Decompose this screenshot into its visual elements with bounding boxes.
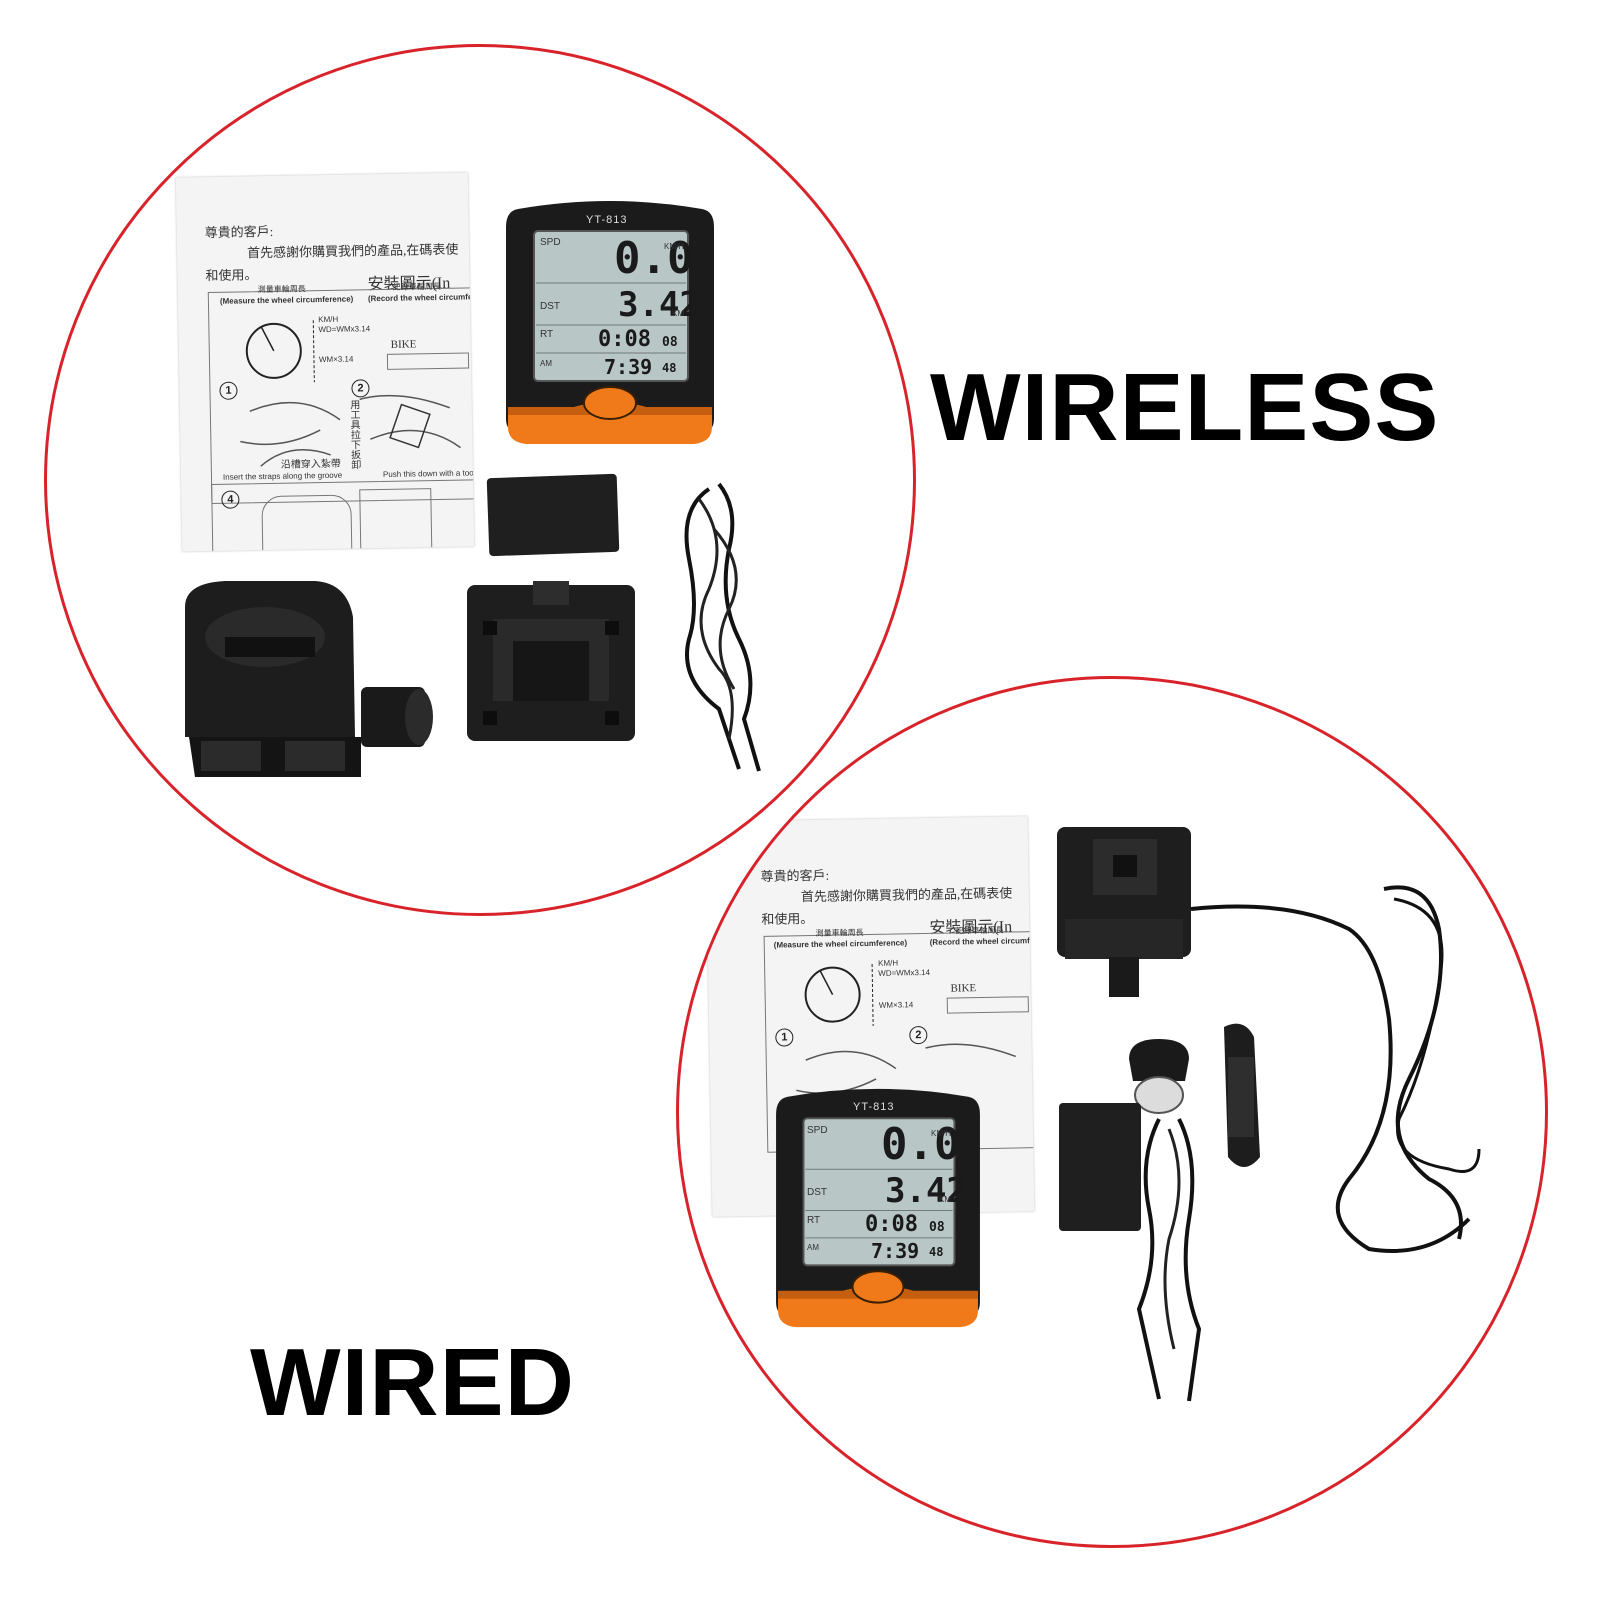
speed-unit: KM/H <box>931 1129 951 1138</box>
distance-readout: 3.42 <box>618 285 700 325</box>
record-cn: 記錄車輪周長 <box>955 925 1004 936</box>
measure-cn: 測量車輪周長 <box>257 284 306 295</box>
formula-wm: WM×3.14 <box>878 1000 914 1010</box>
model-label: YT-813 <box>853 1101 895 1113</box>
computer-sketch <box>261 494 353 552</box>
bike-computer-wired: YT-813 SPD 0.0 KM/H DST 3.42 KM RT 0:08 … <box>771 1085 985 1333</box>
spd-label: SPD <box>807 1125 828 1136</box>
speed-unit: KM/H <box>664 242 684 251</box>
bike-label: BIKE <box>390 338 417 351</box>
wired-kit-panel: 尊貴的客戶: 首先感謝你購買我們的產品,在碼表使 和使用。 安裝圖示(In 測量… <box>676 676 1548 1548</box>
manual-intro: 首先感謝你購買我們的產品,在碼表使 <box>246 241 459 261</box>
wired-bracket-cable-icon <box>1057 827 1481 1253</box>
dst-label: DST <box>807 1187 827 1198</box>
record-cn: 記錄車輪周長 <box>392 281 441 292</box>
model-label: YT-813 <box>586 214 628 226</box>
adhesive-pad <box>1059 1103 1141 1231</box>
wired-sensor-icon <box>1224 1023 1260 1167</box>
formula-wd: WD=WMx3.14 <box>878 967 931 978</box>
push-en: Push this down with a tool to un <box>382 468 475 480</box>
computer-casing-icon <box>506 201 714 444</box>
clock-readout: 7:39 <box>604 355 653 379</box>
speed-readout: 0.0 <box>881 1119 961 1170</box>
dst-label: DST <box>540 301 560 312</box>
manual-intro: 首先感謝你購買我們的產品,在碼表使 <box>800 885 1013 905</box>
distance-unit: KM <box>939 1195 951 1204</box>
rt-label: RT <box>540 329 554 340</box>
bike-cells <box>946 996 1029 1014</box>
adhesive-pad <box>486 473 620 557</box>
manual-intro-end: 和使用。 <box>761 910 814 927</box>
cable-ties-icon <box>684 482 761 772</box>
clock-seconds: 48 <box>662 361 677 375</box>
wireless-sensor-icon <box>185 581 433 777</box>
ride-time-seconds: 08 <box>929 1220 945 1235</box>
formula-wd: WD=WMx3.14 <box>318 324 371 335</box>
instruction-manual: 尊貴的客戶: 首先感謝你購買我們的產品,在碼表使 和使用。 安裝圖示(In 測量… <box>175 172 475 552</box>
computer-casing-icon <box>776 1088 980 1328</box>
formula-wm: WM×3.14 <box>318 354 354 365</box>
strap-cn: 沿槽穿入紮帶 <box>280 458 341 471</box>
manual-greeting: 尊貴的客戶: <box>760 867 830 884</box>
clock-readout: 7:39 <box>871 1239 920 1263</box>
ride-time-readout: 0:08 <box>598 327 651 352</box>
am-label: AM <box>807 1243 819 1252</box>
wheel-diagram-icon <box>245 320 315 383</box>
measure-cn: 測量車輪周長 <box>815 928 864 938</box>
wireless-label: WIRELESS <box>930 354 1440 461</box>
bike-label: BIKE <box>950 982 977 995</box>
clock-seconds: 48 <box>929 1245 944 1259</box>
wireless-kit-panel: 尊貴的客戶: 首先感謝你購買我們的產品,在碼表使 和使用。 安裝圖示(In 測量… <box>44 44 916 916</box>
rt-label: RT <box>807 1215 821 1226</box>
ride-time-readout: 0:08 <box>865 1212 918 1237</box>
manual-intro-end: 和使用。 <box>205 267 258 284</box>
speed-readout: 0.0 <box>614 233 694 284</box>
distance-unit: KM <box>672 309 684 318</box>
lcd-sketch <box>359 488 433 552</box>
handlebar-bracket-icon <box>467 581 635 741</box>
wired-label: WIRED <box>250 1329 575 1436</box>
bike-computer-wireless: YT-813 SPD 0.0 KM/H DST 3.42 KM RT 0:08 … <box>504 197 716 450</box>
ride-time-seconds: 08 <box>662 335 678 350</box>
record-en: (Record the wheel circumference) <box>367 291 475 304</box>
distance-readout: 3.42 <box>885 1171 967 1211</box>
am-label: AM <box>540 359 552 368</box>
spoke-magnet-icon <box>1129 1039 1189 1114</box>
record-en: (Record the wheel circumference) <box>929 935 1035 947</box>
bike-cells <box>386 352 470 370</box>
mounting-sketch-icon <box>240 394 461 467</box>
cable-ties-icon <box>1136 1118 1202 1402</box>
manual-greeting: 尊貴的客戶: <box>204 223 274 241</box>
spd-label: SPD <box>540 237 561 248</box>
wheel-diagram-icon <box>804 963 874 1026</box>
